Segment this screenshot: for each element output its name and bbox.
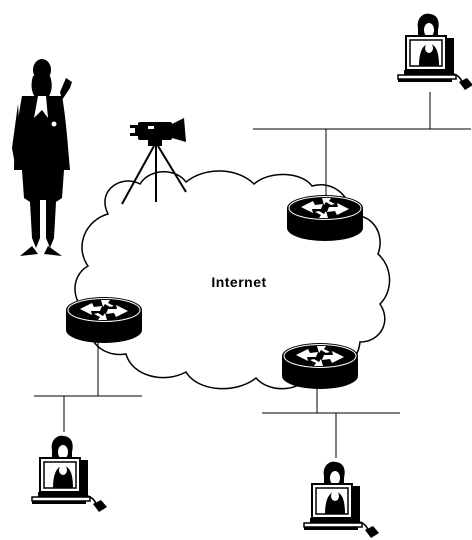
presenter-icon [12,59,72,256]
workstation-icon [397,12,472,91]
router-icon [281,342,359,390]
workstation-icon [31,434,108,513]
internet-label: Internet [211,274,266,290]
router-icon [65,296,143,344]
router-icon [286,194,364,242]
workstation-icon [303,460,380,539]
